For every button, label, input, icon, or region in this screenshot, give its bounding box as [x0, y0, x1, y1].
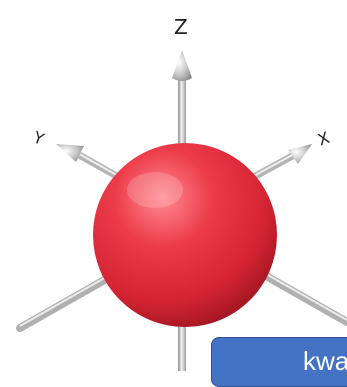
y-axis-arrowhead-icon — [56, 144, 84, 162]
x-axis — [248, 144, 312, 182]
callout-box: kwa — [211, 337, 347, 387]
x-axis-rod-highlight — [251, 152, 297, 178]
z-axis — [172, 50, 192, 371]
z-axis-rod-lower — [178, 300, 186, 371]
y-axis — [56, 144, 124, 182]
callout-text: kwa — [303, 346, 347, 376]
z-axis-label: Z — [174, 15, 188, 39]
z-axis-arrowhead-icon — [172, 50, 192, 81]
sphere-highlight — [127, 172, 183, 208]
z-axis-rod — [178, 74, 186, 164]
x-axis-arrowhead-icon — [288, 144, 312, 164]
x-axis-label: X — [315, 128, 332, 150]
y-axis-rod-highlight — [73, 150, 121, 178]
red-sphere-icon — [93, 143, 277, 327]
lower-right-rod — [248, 264, 347, 326]
y-axis-label: Y — [30, 127, 47, 149]
coordinate-diagram: Z Y X kwa — [16, 15, 347, 387]
sphere-axes-illustration: Z Y X — [16, 15, 347, 371]
